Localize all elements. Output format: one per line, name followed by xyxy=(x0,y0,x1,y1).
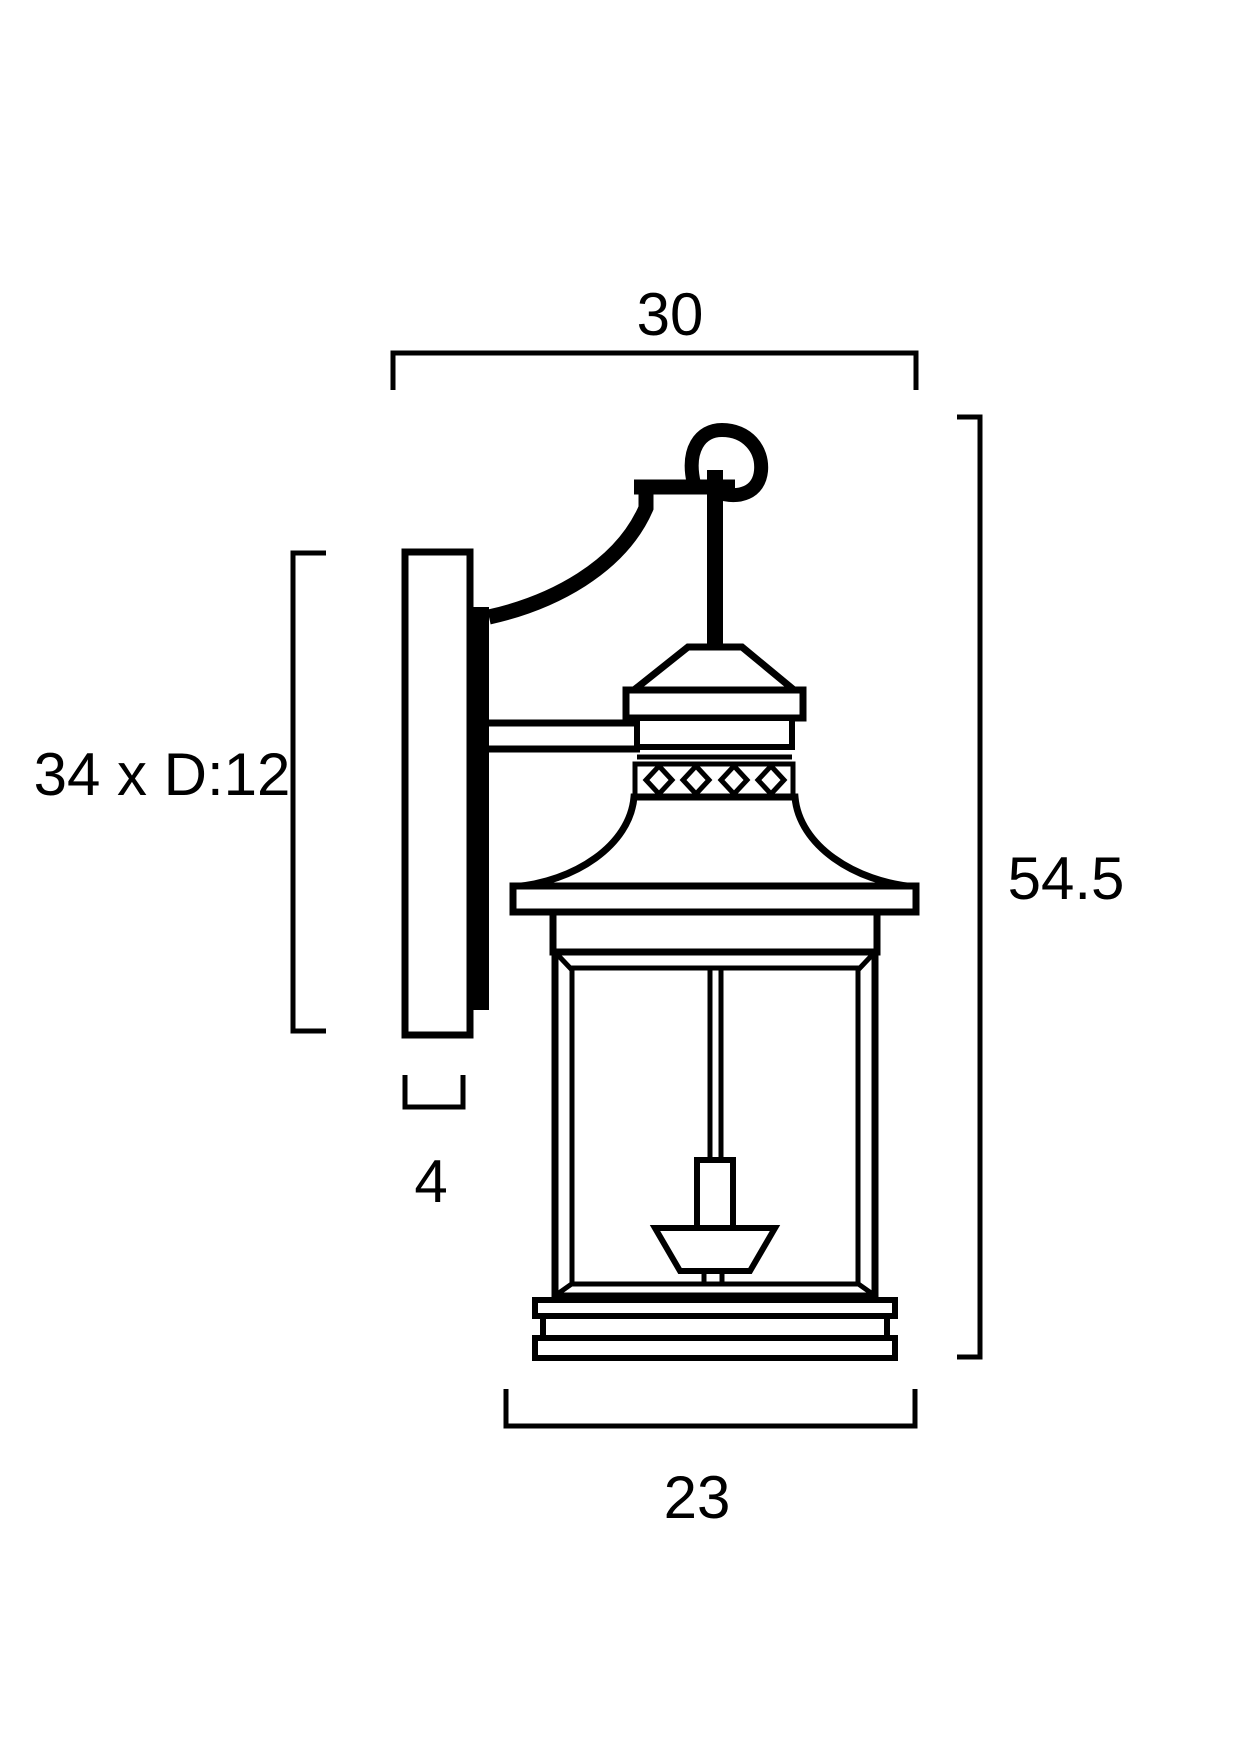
dimension-line-wall-gap xyxy=(402,1075,466,1110)
frame-bevel-bottom-right xyxy=(855,1280,876,1298)
dimension-label-right: 54.5 xyxy=(1008,845,1125,912)
lantern-bell xyxy=(512,793,917,891)
dimension-overall-height: 54.5 xyxy=(957,414,1125,1360)
diamond-ornament-band xyxy=(632,761,796,800)
lantern-base xyxy=(532,1297,898,1361)
dimension-line-backplate xyxy=(290,550,326,1034)
lamp-shade xyxy=(649,1225,781,1274)
interior-lamp xyxy=(649,968,781,1285)
dimension-label-wall-gap: 4 xyxy=(414,1148,447,1215)
roof-plate xyxy=(509,882,920,916)
dimension-label-top: 30 xyxy=(637,281,704,348)
dimension-backplate: 34 x D:12 xyxy=(34,550,326,1034)
lantern-cap xyxy=(622,643,807,760)
scroll-arm xyxy=(487,479,735,625)
dimension-line-right xyxy=(957,414,983,1360)
dimension-wall-gap: 4 xyxy=(402,1075,466,1215)
diamond-2 xyxy=(679,762,713,798)
base-middle-band xyxy=(540,1313,890,1341)
backplate-outline xyxy=(401,548,474,1039)
scroll-arm-curve xyxy=(487,490,654,625)
diamond-1 xyxy=(642,762,676,798)
hanging-hook xyxy=(684,422,769,655)
glass-inner-frame xyxy=(569,965,861,1287)
diamond-4 xyxy=(754,762,788,798)
diamond-3 xyxy=(717,762,751,798)
dimension-label-bottom: 23 xyxy=(664,1464,731,1531)
frame-bevel-top-right xyxy=(856,950,877,972)
wall-backplate xyxy=(401,548,640,1039)
ornament-band xyxy=(632,761,796,800)
frame-bevel-top-left xyxy=(553,950,574,972)
base-bottom-band xyxy=(532,1335,898,1361)
dimension-label-backplate: 34 x D:12 xyxy=(34,741,291,808)
lantern-roof xyxy=(509,882,920,956)
cap-trapezoid xyxy=(623,643,804,694)
cap-band xyxy=(622,686,807,722)
backplate-side-profile xyxy=(470,607,489,1010)
dimension-line-bottom xyxy=(503,1389,918,1429)
glass-outer-frame xyxy=(551,948,879,1300)
lantern-glass-body xyxy=(551,948,879,1300)
hook-curl xyxy=(684,422,769,502)
dimension-overall-depth: 30 xyxy=(390,281,919,390)
collar xyxy=(634,715,795,750)
dimension-lantern-width: 23 xyxy=(503,1389,918,1531)
roof-lower-band xyxy=(549,908,881,956)
dimension-line-top xyxy=(390,350,919,390)
lamp-socket xyxy=(694,1157,736,1231)
frame-bevel-bottom-left xyxy=(554,1280,575,1298)
